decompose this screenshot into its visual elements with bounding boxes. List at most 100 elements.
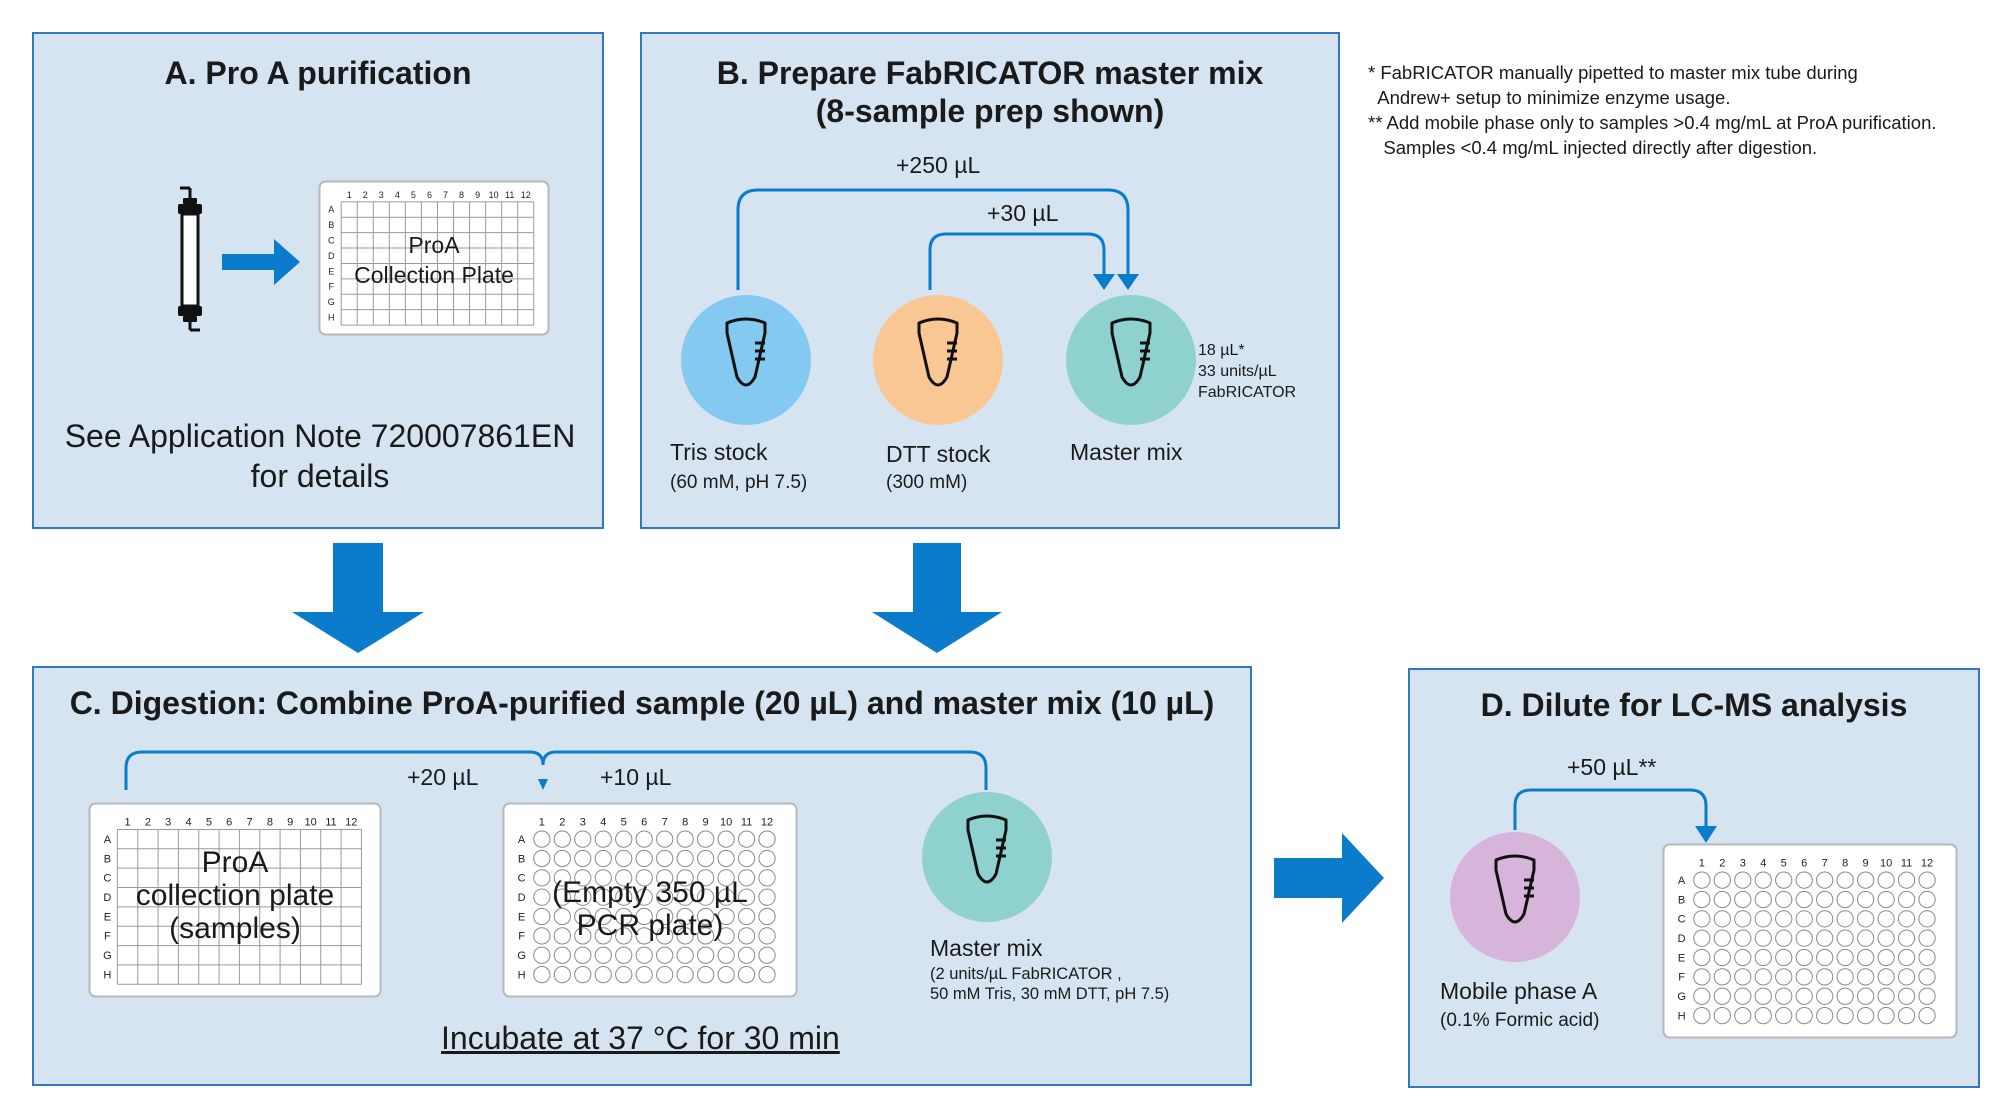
tube-icon: [966, 814, 1008, 884]
plate-row-label: E: [1678, 952, 1685, 964]
plate-well: [1918, 871, 1936, 889]
plate-well: [635, 888, 653, 906]
plate-well: [717, 888, 735, 906]
plate-well: [553, 849, 571, 868]
plate-col-label: 1: [1699, 857, 1705, 869]
plate-col-label: 1: [125, 816, 131, 828]
plate-well: [1734, 871, 1752, 889]
arrowhead-mobile-phase: [1695, 826, 1717, 843]
plate-well: [1693, 871, 1711, 889]
plate-well: [1734, 987, 1752, 1005]
plate-col-label: 9: [287, 816, 293, 828]
plate-well: [1795, 929, 1813, 947]
plate-well: [574, 946, 592, 964]
plate-well: [1775, 948, 1793, 967]
footnote-1-line-2: Andrew+ setup to minimize enzyme usage.: [1368, 87, 1731, 108]
plate-well: [656, 946, 674, 964]
plate-well: [1877, 910, 1895, 928]
plate-well: [696, 849, 715, 868]
plate-well: [1754, 987, 1772, 1005]
plate-well: [635, 927, 653, 945]
plate-well: [1754, 968, 1772, 986]
plate-well: [717, 965, 735, 984]
plate-row-label: A: [104, 834, 112, 846]
plate-well: [1897, 890, 1916, 909]
plate-well: [1897, 929, 1916, 947]
plate-well: [696, 830, 715, 848]
master-mix-label-c: Master mix: [930, 935, 1043, 961]
plate-row-label: B: [1678, 894, 1685, 906]
plate-col-label: 12: [1921, 857, 1933, 869]
panel-c-title: C. Digestion: Combine ProA-purified samp…: [69, 685, 1215, 721]
plate-col-label: 10: [1880, 857, 1892, 869]
plate-well: [1754, 1006, 1772, 1025]
plate-well: [615, 965, 633, 984]
footnote-2-line-2: Samples <0.4 mg/mL injected directly aft…: [1368, 137, 1818, 158]
plate-col-label: 5: [206, 816, 212, 828]
plate-well: [676, 965, 694, 984]
transfer-label-dtt: +30 µL: [987, 200, 1059, 226]
plate-well: [1816, 987, 1834, 1005]
plate-col-label: 8: [459, 190, 464, 200]
plate-well: [594, 927, 612, 945]
plate-well: [758, 888, 776, 906]
plate-well: [1775, 968, 1793, 986]
plate-well: [737, 927, 756, 945]
mobile-phase-tube: [1450, 832, 1580, 962]
transfer-line-mobile-phase: [1513, 788, 1708, 830]
plate-well: [1734, 910, 1752, 928]
arrowhead-tris: [1117, 274, 1139, 290]
plate-col-label: 4: [395, 190, 400, 200]
plate-well: [594, 965, 612, 984]
plate-well: [1693, 890, 1711, 909]
plate-col-label: 9: [703, 816, 709, 828]
plate-well: [1877, 968, 1895, 986]
plate-well: [1795, 910, 1813, 928]
plate-well: [1775, 871, 1793, 889]
transfer-line-tris: [736, 188, 1130, 290]
plate-col-label: 12: [521, 190, 531, 200]
plate-well: [1918, 910, 1936, 928]
plate-col-label: 2: [363, 190, 368, 200]
mobile-phase-sub: (0.1% Formic acid): [1440, 1010, 1600, 1031]
plate-col-label: 4: [186, 816, 192, 828]
plate-well: [615, 830, 633, 848]
plate-row-label: F: [104, 931, 111, 943]
plate-well: [1877, 929, 1895, 947]
plate-well: [533, 946, 551, 964]
plate-col-label: 11: [325, 816, 336, 828]
plate-col-label: 5: [411, 190, 416, 200]
plate-well: [656, 830, 674, 848]
plate-well: [1693, 929, 1711, 947]
arrowhead-dtt: [1093, 274, 1115, 290]
plate-row-label: E: [518, 911, 525, 923]
panel-d-title: D. Dilute for LC-MS analysis: [1480, 687, 1908, 723]
plate-well: [656, 927, 674, 945]
arrowhead-digestion: [538, 779, 548, 790]
plate-well: [635, 946, 653, 964]
plate-well: [1836, 968, 1854, 986]
plate-well: [1754, 871, 1772, 889]
plate-col-label: 5: [621, 816, 627, 828]
arrow-column-to-plate: [222, 239, 300, 285]
plate-well: [676, 888, 694, 906]
plate-col-label: 5: [1781, 857, 1787, 869]
plate-well: [1713, 871, 1731, 889]
plate-col-label: 3: [165, 816, 171, 828]
plate-well: [737, 869, 756, 887]
master-mix-label-b: Master mix: [1070, 439, 1183, 465]
plate-well: [737, 830, 756, 848]
transfer-label-mobile-phase: +50 µL**: [1567, 754, 1657, 780]
plate-well: [1754, 948, 1772, 967]
plate-col-label: 11: [741, 816, 752, 828]
plate-well: [1795, 1006, 1813, 1025]
plate-well: [1836, 871, 1854, 889]
plate-well: [758, 869, 776, 887]
plate-col-label: 11: [1901, 857, 1912, 869]
plate-well: [533, 965, 551, 984]
plate-well: [635, 907, 653, 926]
plate-well: [615, 869, 633, 887]
plate-col-label: 6: [641, 816, 647, 828]
plate-well: [594, 907, 612, 926]
